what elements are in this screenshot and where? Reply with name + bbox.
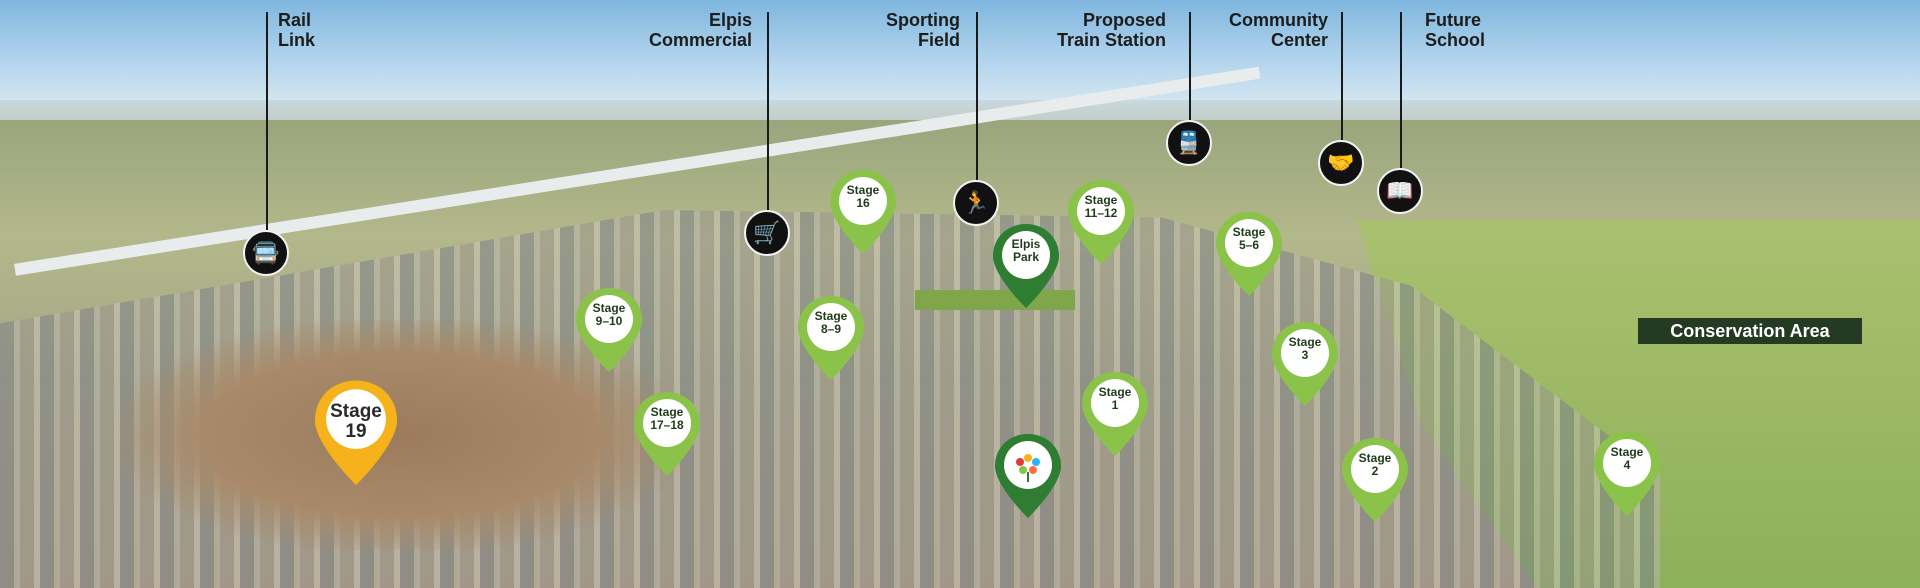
future-school-line [1400, 12, 1402, 172]
map-pin-icon [634, 392, 700, 476]
bus-icon[interactable]: 🚍 [243, 230, 289, 276]
map-pin-icon [1594, 432, 1660, 516]
cart-icon[interactable]: 🛒 [744, 210, 790, 256]
community-center-line [1341, 12, 1343, 152]
sporting-field-line [976, 12, 978, 188]
elpis-commercial-line [767, 12, 769, 212]
handshake-icon[interactable]: 🤝 [1318, 140, 1364, 186]
map-pin-icon [1342, 438, 1408, 522]
conservation-area-label: Conservation Area [1638, 318, 1862, 344]
map-pin-icon [1068, 180, 1134, 264]
map-pin-icon [993, 224, 1059, 308]
map-pin-icon [576, 288, 642, 372]
train-icon[interactable]: 🚆 [1166, 120, 1212, 166]
elpis-logo-pin[interactable] [993, 432, 1063, 522]
map-pin-icon [314, 380, 398, 486]
elpis-logo-icon [995, 434, 1061, 518]
map-pin-icon [798, 296, 864, 380]
map-pin-icon [830, 170, 896, 254]
book-icon[interactable]: 📖 [1377, 168, 1423, 214]
rail-link-line [266, 12, 268, 230]
construction-area [120, 320, 680, 550]
map-pin-icon [1272, 322, 1338, 406]
train-station-line [1189, 12, 1191, 128]
map-pin-icon [1082, 372, 1148, 456]
runner-icon[interactable]: 🏃 [953, 180, 999, 226]
map-pin-icon [1216, 212, 1282, 296]
